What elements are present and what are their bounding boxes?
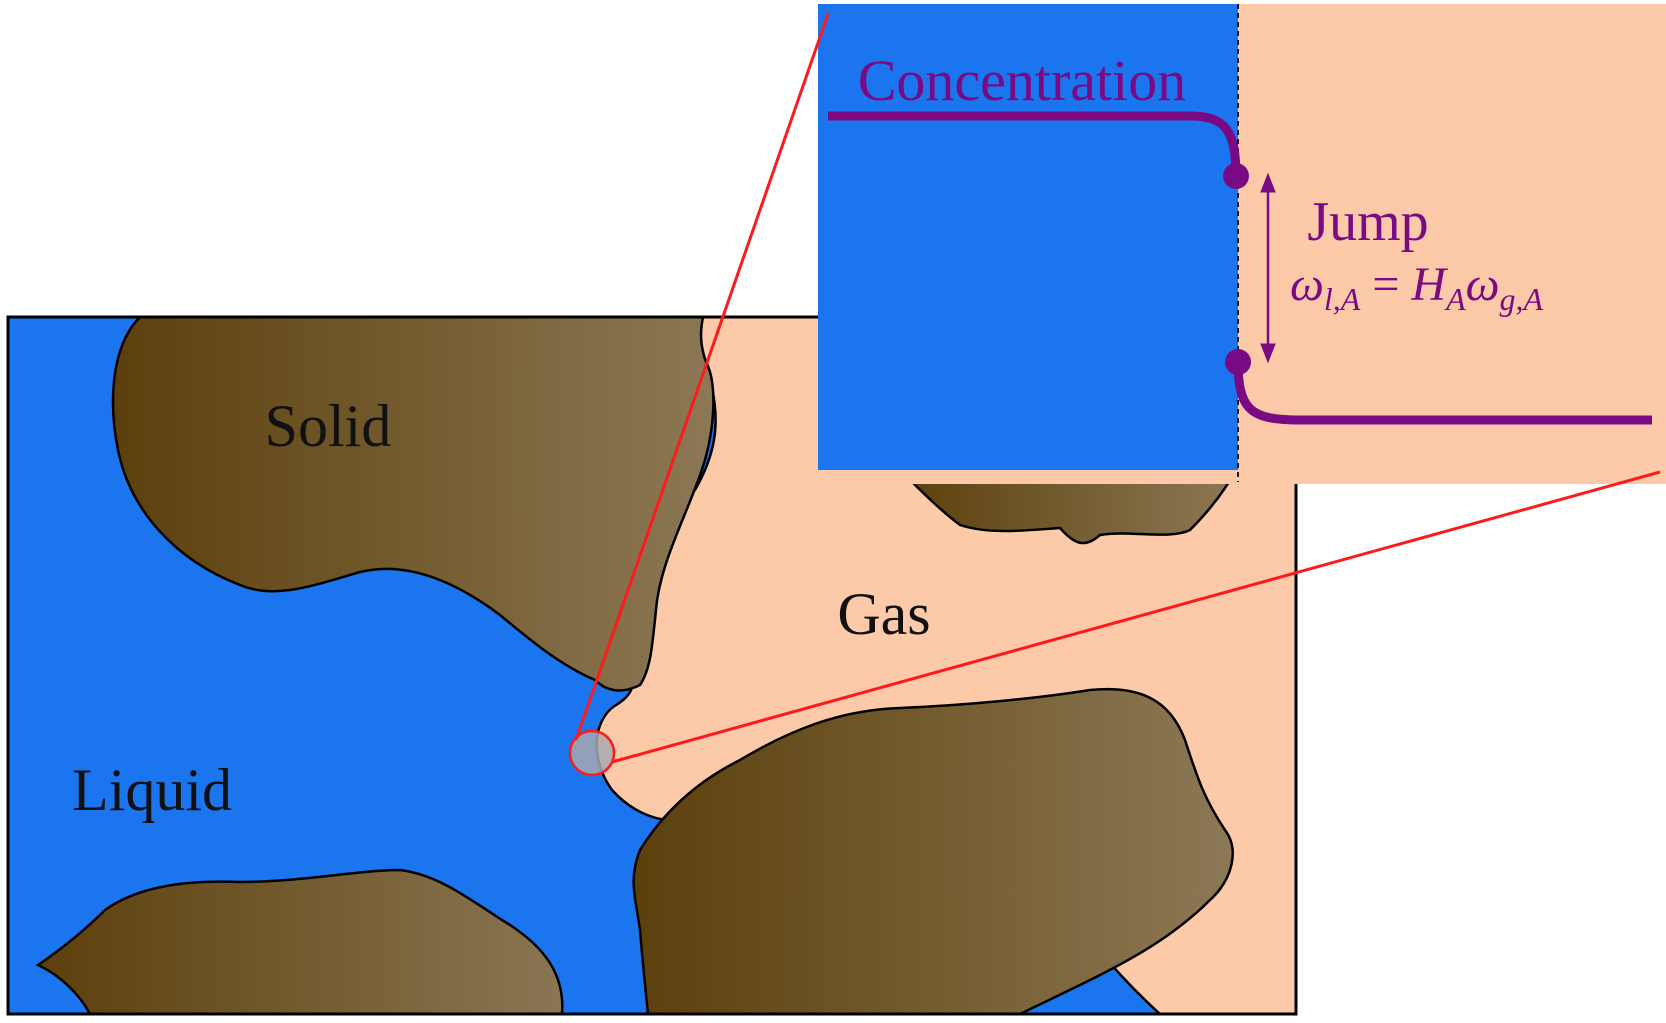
main-panel-border (6, 315, 1298, 1016)
solid-grain-top-right (896, 468, 1239, 545)
jump-arrow (1260, 172, 1276, 364)
solid-label: Solid (265, 393, 392, 459)
solid-grain-bottom-right (632, 687, 1234, 1014)
liquid-label: Liquid (72, 757, 232, 823)
zoom-left-edge (818, 4, 830, 470)
zoom-liquid-region (820, 4, 1238, 470)
solid-grain-bottom-left (35, 868, 564, 1014)
zoom-connector-bottom (611, 470, 1661, 764)
jump-label: Jump (1307, 191, 1428, 253)
concentration-point-liquid (1223, 163, 1249, 189)
interface-zoom-marker (568, 729, 616, 777)
concentration-profile-gas (1233, 359, 1652, 425)
henry-law-equation: ωl,A = HAωg,A (1290, 258, 1544, 317)
zoom-connector-top (574, 13, 830, 741)
zoom-inset: Concentration Jump ωl,A = HAωg,A (818, 4, 1666, 484)
concentration-point-gas (1225, 349, 1251, 375)
concentration-profile-liquid (828, 111, 1241, 177)
concentration-label: Concentration (858, 48, 1187, 113)
gas-label: Gas (837, 581, 930, 647)
solid-grain-top-left (111, 317, 715, 692)
